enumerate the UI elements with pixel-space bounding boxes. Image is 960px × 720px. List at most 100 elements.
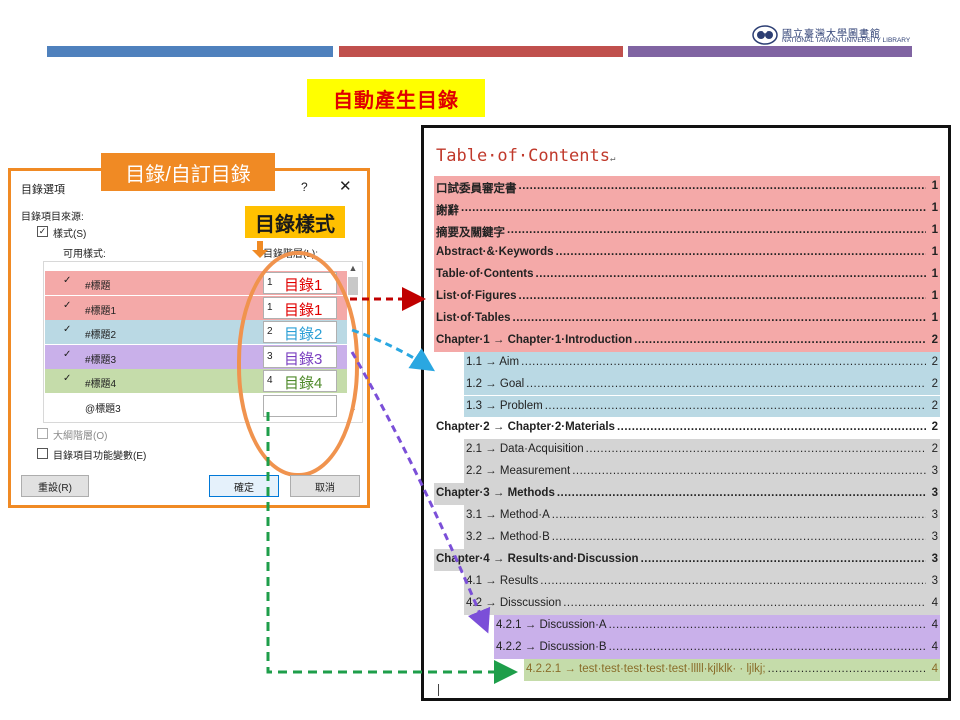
toc-band	[434, 219, 940, 242]
toc-leader-dots: ........................................…	[461, 201, 926, 214]
doc-title: Table·of·Contents↵	[436, 146, 615, 166]
toc-entry[interactable]: 4.2.2.1 → test·test·test·test·test·lllll…	[526, 661, 940, 679]
toc-leader-dots: ........................................…	[563, 597, 926, 610]
paragraph-mark: ↵	[610, 154, 616, 164]
toc-leader-dots: ........................................…	[526, 377, 926, 390]
logo-text-cn: 國立臺灣大學圖書館	[782, 29, 881, 40]
toc-band	[464, 351, 940, 374]
toc-leader-dots: ........................................…	[634, 333, 926, 346]
toc-leader-dots: ........................................…	[540, 575, 926, 588]
toc-entry-label: 3.1 → Method·A	[466, 509, 550, 522]
toc-band	[464, 505, 940, 528]
toc-entry-page: 3	[931, 553, 938, 566]
style-row[interactable]: @標題3	[45, 394, 347, 418]
toc-band	[524, 658, 940, 681]
toc-band	[434, 263, 940, 286]
toc-style-label: 目錄樣式	[243, 204, 347, 240]
toc-leader-dots: ........................................…	[551, 509, 926, 522]
help-button[interactable]: ?	[301, 180, 308, 194]
scroll-up-icon[interactable]: ▲	[348, 263, 358, 273]
toc-band	[434, 483, 940, 506]
toc-leader-dots: ........................................…	[616, 421, 926, 434]
toc-level-tag: 目錄4	[284, 375, 323, 392]
toc-entry-label: Chapter·3 → Methods	[436, 487, 555, 500]
toc-entry-label: 4.2 → Disscussion	[466, 597, 562, 610]
toc-entry-page: 3	[931, 575, 938, 588]
style-name: #標題3	[85, 354, 117, 366]
slide-title: 自動產生目錄	[307, 79, 485, 117]
toc-entry[interactable]: Chapter·3 → Methods 3....................…	[436, 485, 940, 503]
dialog-title: 目錄選項	[21, 184, 65, 196]
toc-leader-dots: ........................................…	[767, 662, 926, 675]
toc-options-dialog: 目錄選項 ? ✕ 目錄/自訂目錄 目錄項目來源: ✓ 樣式(S) 可用樣式: 目…	[8, 153, 370, 508]
toc-entry-page: 2	[931, 421, 938, 434]
styles-list-scrollbar[interactable]: ▲ ⌄	[346, 263, 360, 421]
reset-button[interactable]: 重設(R)	[21, 475, 89, 497]
toc-band	[434, 241, 940, 264]
toc-entry-page: 1	[931, 267, 938, 280]
scroll-thumb[interactable]	[348, 277, 358, 295]
toc-band	[494, 636, 940, 659]
top-bar-blue	[47, 46, 333, 57]
checkmark-icon: ✓	[63, 275, 72, 286]
toc-leader-dots: ........................................…	[518, 289, 927, 302]
toc-leader-dots: ........................................…	[544, 399, 926, 412]
outline-levels-checkbox[interactable]	[37, 428, 48, 439]
toc-level-tag: 目錄1	[284, 301, 323, 319]
toc-leader-dots: ........................................…	[556, 487, 926, 500]
toc-level-input[interactable]	[263, 394, 337, 417]
toc-entry-label: 3.2 → Method·B	[466, 531, 550, 544]
toc-band	[434, 549, 940, 572]
toc-band	[464, 593, 940, 615]
toc-entry-page: 1	[931, 289, 938, 302]
toc-leader-dots: ........................................…	[518, 180, 927, 192]
style-name: #標題	[85, 281, 111, 292]
toc-leader-dots: ........................................…	[555, 245, 926, 258]
cancel-button[interactable]: 取消	[290, 475, 360, 497]
toc-entry-label: 口試委員審定書	[436, 183, 517, 195]
close-icon[interactable]: ✕	[339, 178, 352, 195]
toc-entry-fields-checkbox[interactable]	[37, 448, 48, 459]
toc-entry-fields-label: 目錄項目功能變數(E)	[53, 451, 147, 462]
toc-level-tag: 目錄3	[284, 350, 323, 368]
toc-band	[434, 285, 940, 308]
toc-entry-label: 1.1 → Aim	[466, 355, 520, 368]
toc-entry-label: List·of·Tables	[436, 311, 511, 324]
custom-toc-label: 目錄/自訂目錄	[101, 153, 275, 191]
toc-entry-page: 3	[931, 487, 938, 500]
toc-band	[464, 373, 940, 396]
toc-leader-dots: ........................................…	[521, 355, 926, 368]
chevron-down-icon[interactable]: ⌄	[349, 403, 357, 413]
checkmark-icon: ✓	[63, 348, 72, 360]
ok-button[interactable]: 確定	[209, 475, 279, 497]
styles-checkbox[interactable]: ✓	[37, 226, 48, 237]
logo-text-en: NATIONAL TAIWAN UNIVERSITY LIBRARY	[782, 37, 911, 44]
